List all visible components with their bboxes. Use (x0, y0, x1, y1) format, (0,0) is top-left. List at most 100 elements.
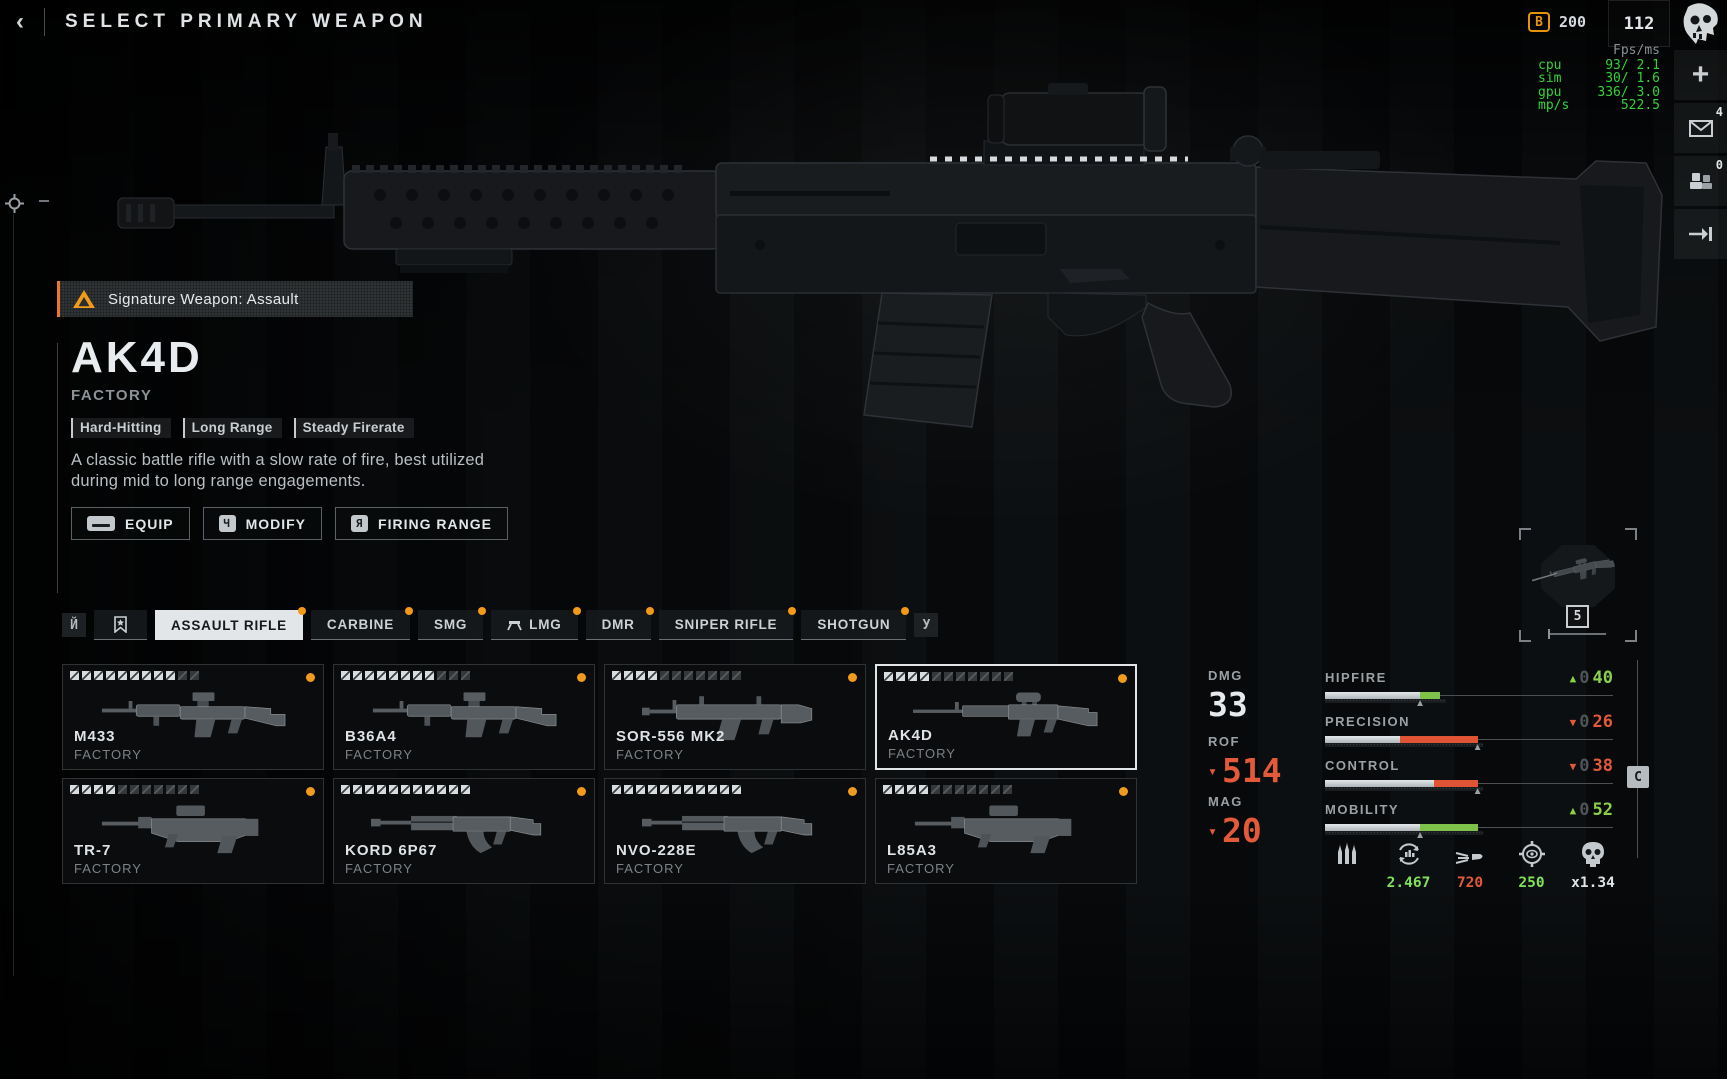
change-arrow-icon (1570, 672, 1577, 685)
firing-range-button[interactable]: Я FIRING RANGE (335, 507, 508, 540)
tab-assault-rifle[interactable]: ASSAULT RIFLE (155, 607, 306, 640)
card-weapon-variant: FACTORY (887, 861, 955, 876)
mastery-pips (341, 671, 470, 680)
signature-weapon-label: Signature Weapon: Assault (108, 290, 299, 308)
weapon-thumbnail (912, 691, 1098, 737)
firing-range-button-label: FIRING RANGE (378, 515, 492, 532)
new-item-dot (577, 787, 586, 796)
plus-icon: + (1691, 58, 1710, 91)
currency-value: 200 (1559, 13, 1587, 31)
tab-favorites[interactable] (94, 610, 147, 640)
weapon-tag: Hard-Hitting (71, 418, 171, 438)
weapon-thumbnail (372, 691, 557, 738)
page-title: SELECT PRIMARY WEAPON (65, 11, 428, 32)
weapon-card-sor-556-mk2[interactable]: SOR-556 MK2 FACTORY (604, 664, 866, 770)
currency-display[interactable]: B 200 (1528, 12, 1586, 32)
modify-button[interactable]: Ч MODIFY (202, 507, 323, 540)
weapon-tags: Hard-Hitting Long Range Steady Firerate (71, 418, 577, 438)
weapon-card-nvo-228e[interactable]: NVO-228E FACTORY (604, 778, 866, 884)
new-item-dot (478, 607, 487, 615)
card-weapon-name: AK4D (888, 727, 933, 744)
stat-bar-precision: PRECISION 026 (1325, 712, 1613, 754)
card-weapon-variant: FACTORY (616, 861, 684, 876)
new-item-dot (1118, 674, 1127, 683)
card-weapon-name: TR-7 (74, 842, 112, 859)
bar-marker-icon (1473, 786, 1483, 797)
tab-label: SHOTGUN (817, 617, 891, 632)
exit-button[interactable] (1674, 209, 1727, 259)
modify-button-label: MODIFY (245, 515, 307, 532)
modify-key-icon: Ч (218, 515, 236, 532)
tab-dmr[interactable]: DMR (585, 607, 654, 640)
slot-octagon-backdrop (1541, 545, 1615, 607)
decor-dash (39, 200, 49, 202)
equip-button[interactable]: EQUIP (71, 507, 190, 540)
secondary-slot-preview[interactable]: 5 (1519, 528, 1637, 642)
tab-lmg[interactable]: LMG (491, 607, 581, 640)
new-item-dot (1119, 787, 1128, 796)
header: ‹ SELECT PRIMARY WEAPON (16, 8, 428, 36)
back-button[interactable]: ‹ (16, 8, 24, 35)
weapon-card-ak4d[interactable]: AK4D FACTORY (875, 664, 1137, 770)
add-friend-button[interactable]: + (1674, 50, 1727, 100)
stats-bracket-line (1637, 660, 1638, 858)
ballistic-damage-multiplier: x1.34 (1568, 840, 1618, 891)
tab-sniper-rifle[interactable]: SNIPER RIFLE (658, 607, 797, 640)
info-rail-line (57, 343, 58, 593)
party-badge: 0 (1715, 158, 1723, 172)
stat-dmg: DMG 33 (1208, 668, 1248, 724)
mastery-pips (883, 785, 1012, 794)
weapon-category-tabs: Й ASSAULT RIFLE CARBINE SMG LMG (62, 607, 939, 640)
party-button[interactable]: 0 (1674, 156, 1727, 206)
bar-label: PRECISION (1325, 713, 1411, 729)
stat-bar-mobility: MOBILITY 052 (1325, 800, 1613, 842)
ballistic-ammo (1322, 840, 1372, 891)
tab-smg[interactable]: SMG (418, 607, 487, 640)
weapon-card-tr-7[interactable]: TR-7 FACTORY (62, 778, 324, 884)
slot-slider (1548, 629, 1606, 639)
new-item-dot (848, 787, 857, 796)
mastery-pips (612, 785, 741, 794)
stat-value: 20 (1222, 811, 1262, 850)
weapon-name: AK4D (71, 333, 203, 382)
card-weapon-name: B36A4 (345, 728, 397, 745)
ballistic-muzzle-velocity: 720 (1445, 840, 1495, 891)
player-counter: 112 (1608, 0, 1670, 47)
bar-marker-icon (1415, 698, 1425, 709)
mail-icon (1688, 119, 1713, 137)
bar-track (1325, 824, 1613, 842)
player-avatar[interactable] (1672, 0, 1727, 47)
bar-track (1325, 780, 1613, 798)
firing-range-key-icon: Я (351, 515, 369, 532)
tab-label: DMR (601, 617, 635, 632)
weapon-card-l85a3[interactable]: L85A3 FACTORY (875, 778, 1137, 884)
weapon-grid: M433 FACTORY B36A4 FACTORY SOR-556 MK2 F… (62, 664, 1137, 884)
new-item-dot (306, 787, 315, 796)
ballistic-zero-distance: 250 (1507, 840, 1557, 891)
stat-value: 514 (1222, 751, 1282, 790)
weapon-thumbnail (914, 804, 1072, 854)
ballistic-value: 720 (1456, 875, 1484, 891)
weapon-card-kord-6p67[interactable]: KORD 6P67 FACTORY (333, 778, 595, 884)
settings-gear-icon (5, 194, 24, 213)
assault-class-icon (73, 290, 95, 308)
new-item-dot (405, 607, 414, 615)
mail-button[interactable]: 4 (1674, 103, 1727, 153)
collapse-stats-key: C (1627, 766, 1649, 788)
bar-label: MOBILITY (1325, 801, 1400, 817)
new-item-dot (901, 607, 910, 615)
tab-carbine[interactable]: CARBINE (310, 607, 414, 640)
weapon-tag: Steady Firerate (293, 418, 414, 438)
weapon-card-m433[interactable]: M433 FACTORY (62, 664, 324, 770)
mastery-pips (612, 671, 741, 680)
weapon-thumbnail (101, 691, 286, 738)
tab-shotgun[interactable]: SHOTGUN (801, 607, 910, 640)
weapon-tag: Long Range (182, 418, 282, 438)
weapon-card-b36a4[interactable]: B36A4 FACTORY (333, 664, 595, 770)
stat-bar-control: CONTROL 038 (1325, 756, 1613, 798)
signature-weapon-badge: Signature Weapon: Assault (57, 281, 413, 317)
